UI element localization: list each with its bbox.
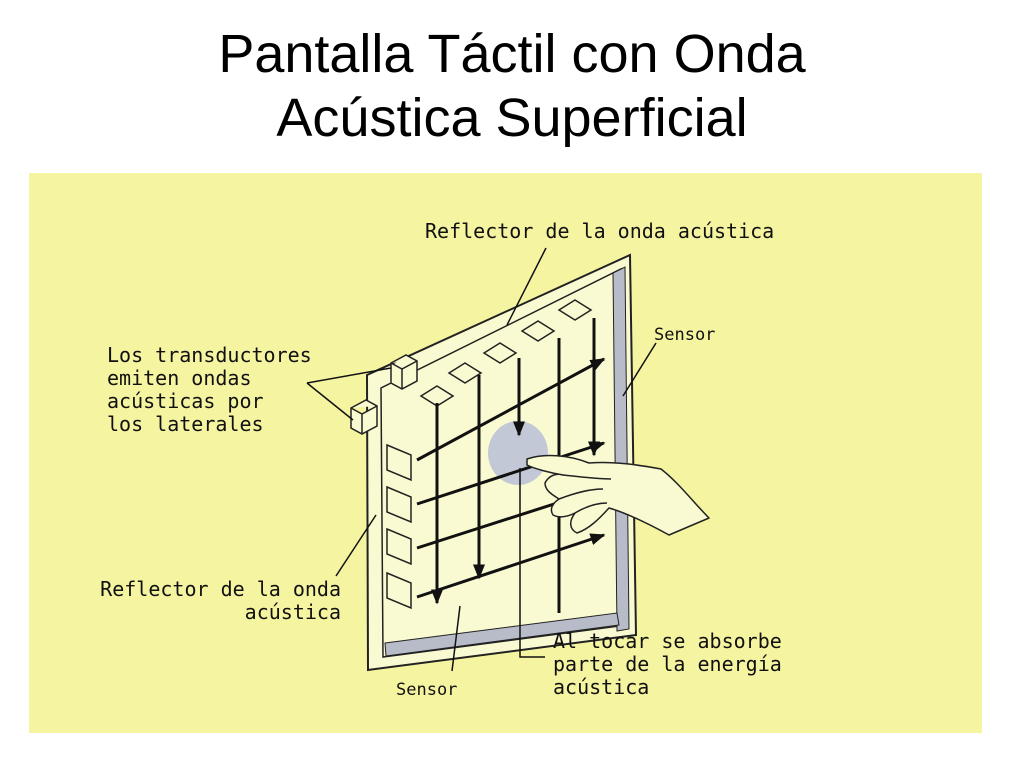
slide-title-line-1: Pantalla Táctil con Onda: [218, 24, 806, 84]
label-transducers-line-2: emiten ondas: [107, 366, 252, 390]
vertical-wave-lines: [431, 318, 600, 613]
label-transducers-line-4: los laterales: [107, 412, 264, 436]
label-transducers-line-3: acústicas por: [107, 389, 264, 413]
reflector-row-top: [419, 299, 593, 407]
label-touch-line-3: acústica: [553, 675, 650, 699]
transducer-top: [390, 354, 418, 390]
label-touch-line-1: Al tocar se absorbe: [553, 629, 782, 653]
reflector-column-left: [386, 443, 412, 610]
transducer-left: [350, 399, 378, 435]
leader-lines: [306, 247, 657, 672]
label-touch-absorption: Al tocar se absorbe parte de la energía …: [553, 630, 782, 699]
label-transducers: Los transductores emiten ondas acústicas…: [107, 344, 312, 436]
label-reflector-left-line-1: Reflector de la onda: [100, 577, 341, 601]
hand-illustration: [526, 454, 710, 536]
touch-absorption-area: [488, 421, 548, 485]
sensor-strip-bottom: [384, 612, 620, 657]
diagram-panel: Reflector de la onda acústica Sensor Los…: [29, 173, 982, 733]
sensor-strip-right: [612, 266, 630, 632]
label-sensor-right: Sensor: [654, 325, 716, 345]
label-sensor-bottom: Sensor: [396, 680, 458, 700]
label-reflector-top: Reflector de la onda acústica: [425, 219, 775, 243]
label-reflector-left: Reflector de la onda acústica: [85, 578, 341, 624]
label-transducers-line-1: Los transductores: [107, 343, 312, 367]
label-reflector-left-line-2: acústica: [244, 600, 341, 624]
slide-title: Pantalla Táctil con Onda Acústica Superf…: [0, 22, 1024, 150]
slide-title-line-2: Acústica Superficial: [276, 88, 748, 148]
label-touch-line-2: parte de la energía: [553, 652, 782, 676]
touchscreen-diagram: [306, 247, 710, 672]
